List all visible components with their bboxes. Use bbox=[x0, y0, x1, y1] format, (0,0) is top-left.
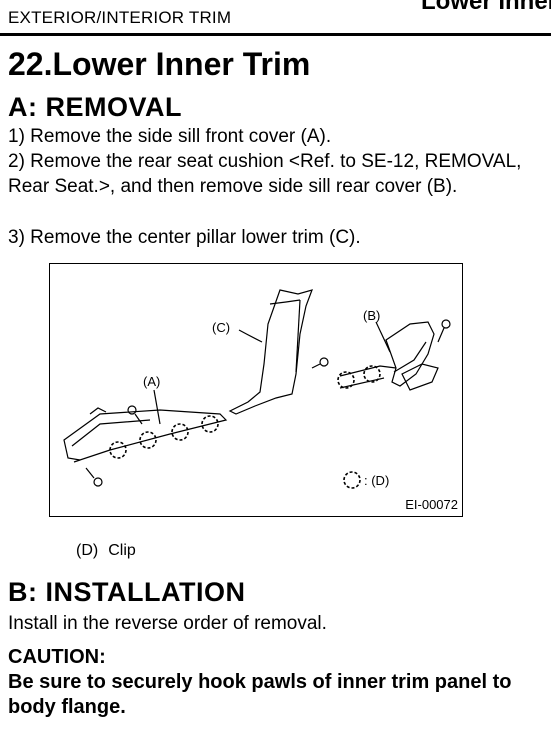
page-title: 22.Lower Inner Trim bbox=[8, 46, 311, 82]
installation-text: Install in the reverse order of removal. bbox=[8, 613, 327, 634]
caption-text: Clip bbox=[108, 542, 136, 559]
rear-sill-cover-shape bbox=[385, 321, 435, 387]
removal-illustration: (A) (C) (B) : (D) EI-00072 bbox=[49, 263, 463, 517]
clip-marker bbox=[171, 423, 189, 441]
header-topic-title: Lower Inner Trim bbox=[421, 0, 551, 15]
installation-heading: B: INSTALLATION bbox=[8, 577, 246, 607]
caution-text: Be sure to securely hook pawls of inner … bbox=[8, 671, 512, 718]
header-rule bbox=[0, 33, 551, 36]
caption-key: (D) bbox=[76, 542, 99, 559]
center-pillar-trim-shape bbox=[228, 289, 313, 415]
caution-title: CAUTION: bbox=[8, 646, 106, 668]
removal-step-1: 1) Remove the side sill front cover (A). bbox=[8, 126, 332, 147]
clip-marker bbox=[337, 371, 355, 389]
legend-clip-marker bbox=[343, 471, 361, 489]
clip-marker bbox=[363, 365, 381, 383]
figure-code: EI-00072 bbox=[405, 497, 458, 512]
figure-caption: (D) Clip bbox=[76, 542, 146, 560]
removal-step-2: 2) Remove the rear seat cushion <Ref. to… bbox=[8, 151, 522, 197]
removal-heading: A: REMOVAL bbox=[8, 92, 182, 122]
legend-label: : (D) bbox=[364, 473, 390, 488]
label-c: (C) bbox=[212, 320, 231, 335]
header-section-title: EXTERIOR/INTERIOR TRIM bbox=[8, 8, 232, 27]
page-header: EXTERIOR/INTERIOR TRIM Lower Inner Trim bbox=[0, 0, 551, 36]
clip-marker bbox=[201, 415, 219, 433]
clip-marker bbox=[109, 441, 127, 459]
trim-diagram bbox=[63, 289, 451, 489]
removal-step-3: 3) Remove the center pillar lower trim (… bbox=[8, 227, 361, 248]
clip-marker bbox=[139, 431, 157, 449]
label-b: (B) bbox=[363, 308, 381, 323]
label-a: (A) bbox=[143, 374, 161, 389]
front-sill-cover-shape bbox=[63, 409, 228, 461]
